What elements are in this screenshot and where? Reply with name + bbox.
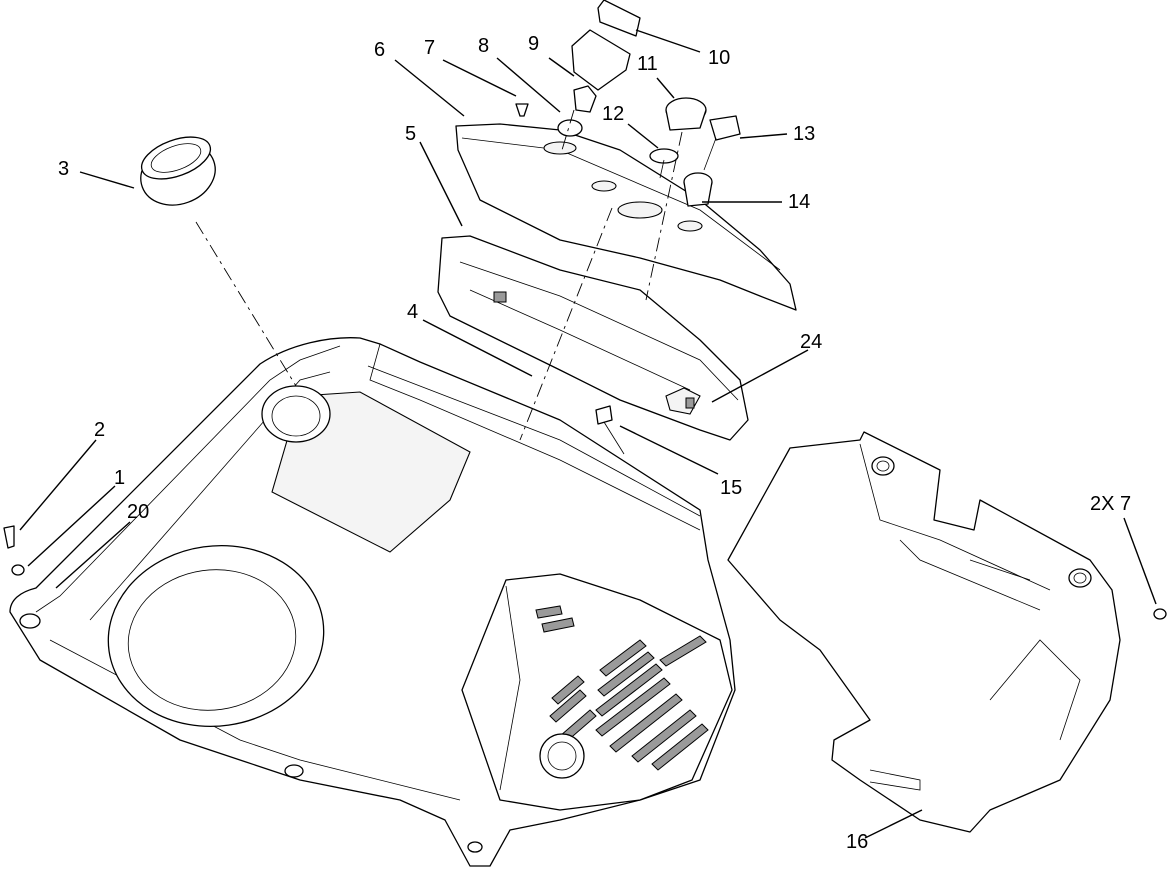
callout-16: 16 bbox=[846, 831, 868, 853]
callout-labels: 3 6 7 8 9 10 11 12 13 14 5 4 24 15 2 1 2… bbox=[58, 33, 1131, 853]
clip-part bbox=[595, 405, 613, 425]
callout-15: 15 bbox=[720, 477, 742, 499]
callout-6: 6 bbox=[374, 39, 385, 61]
assembly-axes bbox=[195, 109, 683, 441]
callout-4: 4 bbox=[407, 301, 418, 323]
callout-14: 14 bbox=[788, 191, 810, 213]
callout-12: 12 bbox=[602, 103, 624, 125]
dash-upper-panel-part bbox=[455, 123, 797, 311]
grommet-part bbox=[557, 119, 583, 137]
ignition-switch-part bbox=[683, 172, 713, 207]
callout-7: 7 bbox=[424, 37, 435, 59]
dash-lower-panel-part bbox=[437, 235, 749, 441]
callout-11: 11 bbox=[637, 53, 658, 75]
callout-24: 24 bbox=[800, 331, 822, 353]
callout-10: 10 bbox=[708, 47, 730, 69]
handle-part bbox=[597, 0, 641, 37]
grille-slots bbox=[535, 605, 709, 771]
callout-8: 8 bbox=[478, 35, 489, 57]
switch-part bbox=[665, 97, 707, 131]
callout-2x7: 2X 7 bbox=[1090, 493, 1131, 515]
knob-part bbox=[571, 29, 631, 113]
screw-part bbox=[515, 103, 529, 117]
callout-5: 5 bbox=[405, 123, 416, 145]
callout-1: 1 bbox=[114, 467, 125, 489]
callout-9: 9 bbox=[528, 33, 539, 55]
main-shroud-part bbox=[9, 337, 736, 867]
callout-2: 2 bbox=[94, 419, 105, 441]
side-guard-part bbox=[727, 431, 1121, 833]
bolt-part bbox=[3, 525, 15, 549]
fuel-cap-part bbox=[140, 136, 216, 206]
callout-20: 20 bbox=[127, 501, 149, 523]
callout-13: 13 bbox=[793, 123, 815, 145]
callout-3: 3 bbox=[58, 158, 69, 180]
washer-part bbox=[11, 564, 25, 576]
side-screw-part bbox=[1153, 608, 1167, 620]
nut-part bbox=[649, 148, 679, 179]
key-part bbox=[703, 115, 741, 171]
leader-lines bbox=[19, 29, 1157, 839]
